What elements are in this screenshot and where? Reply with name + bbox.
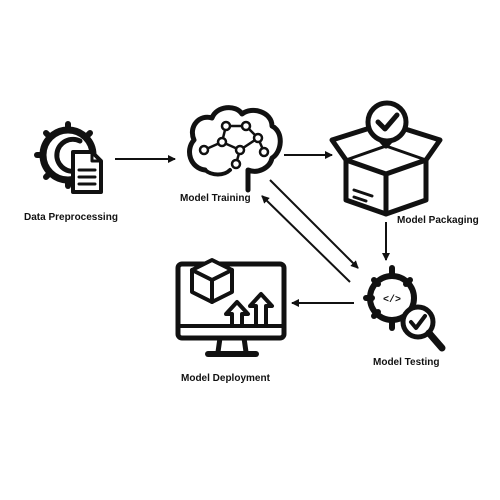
monitor-upload-icon	[175, 258, 287, 357]
stage-label-preprocessing: Data Preprocessing	[24, 212, 118, 223]
arrow-training-to-testing	[269, 179, 359, 269]
stage-label-packaging: Model Packaging	[397, 215, 479, 226]
box-checkmark-icon	[329, 100, 443, 217]
gear-document-icon	[34, 121, 103, 194]
arrow-testing-to-training	[261, 195, 351, 283]
svg-text:</>: </>	[383, 294, 401, 306]
stage-label-deployment: Model Deployment	[181, 373, 270, 384]
stage-label-training: Model Training	[180, 193, 251, 204]
stage-label-testing: Model Testing	[373, 357, 440, 368]
gear-code-magnifier-icon: </>	[363, 265, 446, 352]
brain-circuit-icon	[187, 105, 283, 193]
